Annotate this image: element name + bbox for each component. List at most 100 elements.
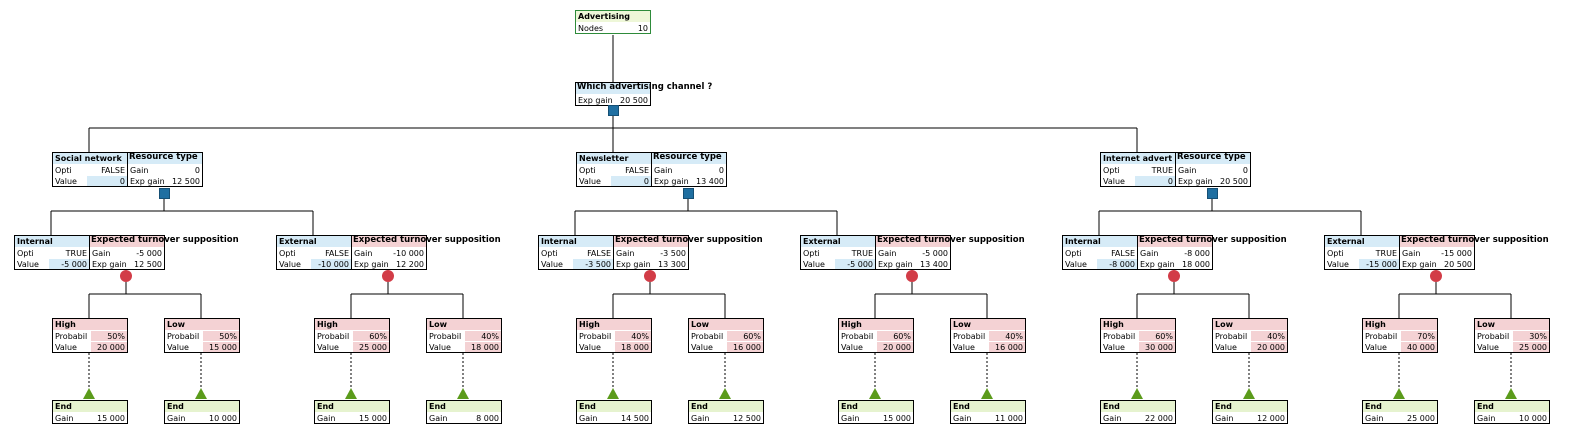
decision-square-icon[interactable] <box>608 105 619 116</box>
end-triangle-icon[interactable] <box>345 388 357 399</box>
turnover-chance-node-value: 20 500 <box>1444 260 1472 269</box>
outcome-node-title: High <box>317 320 338 329</box>
end-node-title: End <box>579 402 596 411</box>
end-triangle-icon[interactable] <box>1131 388 1143 399</box>
end-triangle-icon[interactable] <box>1505 388 1517 399</box>
outcome-node-key: Probabil <box>167 332 200 341</box>
turnover-chance-node-value: -8 000 <box>1184 249 1210 258</box>
decision-square-icon[interactable] <box>1207 188 1218 199</box>
decision-square-icon[interactable] <box>159 188 170 199</box>
outcome-node-value: 16 000 <box>727 342 763 352</box>
end-triangle-icon[interactable] <box>607 388 619 399</box>
source-node-value: -10 000 <box>311 259 351 269</box>
end-node-key: Gain <box>691 414 710 423</box>
resource-decision-node-value: 0 <box>1242 166 1248 175</box>
outcome-node-key: Value <box>1365 343 1387 352</box>
end-node-value: 11 000 <box>995 414 1023 423</box>
turnover-title: Expected turnover supposition <box>615 235 763 245</box>
chance-node-icon[interactable] <box>1168 270 1180 282</box>
outcome-node-header: High <box>577 319 651 330</box>
turnover-chance-node-value: 13 300 <box>658 260 686 269</box>
end-triangle-icon[interactable] <box>83 388 95 399</box>
root-node-title: Advertising <box>578 12 630 21</box>
end-triangle-icon[interactable] <box>1393 388 1405 399</box>
end-triangle-icon[interactable] <box>869 388 881 399</box>
outcome-node-title: High <box>841 320 862 329</box>
end-triangle-icon[interactable] <box>1243 388 1255 399</box>
end-triangle-icon[interactable] <box>719 388 731 399</box>
channel-node-header: Newsletter <box>577 153 651 164</box>
outcome-node-title: High <box>55 320 76 329</box>
outcome-node-key: Probabil <box>579 332 612 341</box>
chance-node-icon[interactable] <box>1430 270 1442 282</box>
end-node-header: End <box>689 401 763 412</box>
end-triangle-icon[interactable] <box>195 388 207 399</box>
end-node-key: Gain <box>167 414 186 423</box>
resource-type-title: Resource type <box>129 152 198 162</box>
outcome-node-key: Probabil <box>1215 332 1248 341</box>
chance-node-icon[interactable] <box>644 270 656 282</box>
decision-square-icon[interactable] <box>683 188 694 199</box>
turnover-chance-node-value: -3 500 <box>660 249 686 258</box>
turnover-chance-node-value: -10 000 <box>393 249 424 258</box>
chance-node-icon[interactable] <box>382 270 394 282</box>
turnover-title: Expected turnover supposition <box>91 235 239 245</box>
chance-node-icon[interactable] <box>906 270 918 282</box>
chance-node-icon[interactable] <box>120 270 132 282</box>
end-triangle-icon[interactable] <box>457 388 469 399</box>
outcome-node-key: Probabil <box>841 332 874 341</box>
source-node-key: Opti <box>17 249 34 258</box>
end-triangle-icon[interactable] <box>981 388 993 399</box>
